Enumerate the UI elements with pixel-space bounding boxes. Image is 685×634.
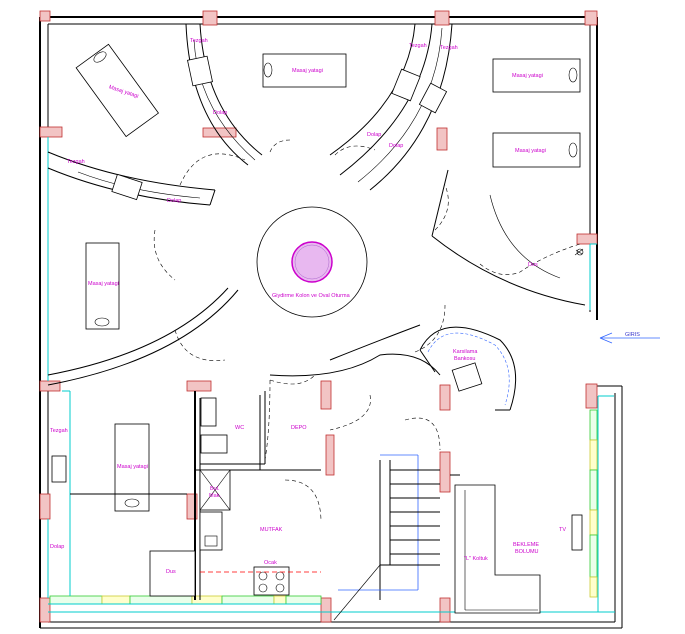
label-dus: Dus — [528, 262, 538, 268]
label-koltuk: "L" Koltuk — [464, 556, 488, 562]
label-masaj-yatagi: Masaj yatagi — [88, 281, 119, 287]
label-ocak: Ocak — [264, 560, 277, 566]
bottom-windows — [48, 595, 615, 613]
label-masaj-yatagi: Masaj yatagi — [117, 464, 148, 470]
central-lounge — [153, 139, 581, 385]
label-tezgah: Tezgah — [67, 159, 85, 165]
column — [39, 126, 63, 138]
column — [39, 10, 51, 22]
column — [39, 380, 61, 392]
column — [39, 493, 51, 520]
label-tezgah: Tezgah — [50, 428, 68, 434]
label-dolap: Dolap — [213, 110, 227, 116]
label-bulasik-2: Mak. — [209, 493, 221, 499]
column — [585, 383, 598, 409]
label-depo: DEPO — [291, 425, 307, 431]
label-masaj-yatagi: Masaj yatagi — [292, 68, 323, 74]
label-bekleme-1: BEKLEME — [513, 542, 539, 548]
column — [39, 597, 51, 623]
right-windows — [589, 243, 598, 598]
label-karsilama-2: Bankosu — [454, 356, 475, 362]
column — [186, 380, 212, 392]
labels: Tezgah Tezgah Tezgah Tezgah Tezgah Masaj… — [50, 38, 640, 575]
column — [439, 597, 451, 623]
massage-bed-6[interactable] — [114, 423, 150, 512]
entrance-arrow — [599, 332, 660, 344]
tv — [571, 514, 583, 551]
label-dolap: Dolap — [167, 198, 181, 204]
column — [202, 10, 218, 26]
staircase[interactable] — [333, 417, 441, 621]
label-dolap: Dolap — [367, 132, 381, 138]
label-bekleme-2: BOLUMU — [515, 549, 539, 555]
column — [434, 10, 450, 26]
waiting-area — [450, 474, 583, 614]
massage-bed-4[interactable] — [492, 132, 581, 168]
service-rooms — [195, 379, 371, 600]
column — [325, 434, 335, 476]
lower-left-room — [70, 391, 196, 600]
column — [320, 597, 332, 623]
label-masaj-yatagi: Masaj yatagi — [515, 148, 546, 154]
label-wc: WC — [235, 425, 244, 431]
label-mutfak: MUTFAK — [260, 527, 283, 533]
label-tezgah: Tezgah — [409, 43, 427, 49]
column — [186, 493, 198, 520]
label-tv: TV — [559, 527, 566, 533]
sinks — [51, 55, 448, 483]
label-center: Giydirme Kolon ve Oval Oturma — [272, 293, 351, 299]
label-masaj-yatagi: Masaj yatagi — [512, 73, 543, 79]
column — [439, 451, 451, 493]
column — [202, 127, 237, 138]
reception-desk[interactable] — [419, 326, 517, 411]
label-tezgah: Tezgah — [440, 45, 458, 51]
massage-bed-2[interactable] — [262, 53, 347, 88]
label-giris: GIRIS — [625, 332, 640, 338]
giydirme-column — [291, 241, 333, 283]
label-bulasik-1: Bul. — [210, 486, 220, 492]
label-dolap: Dolap — [389, 143, 403, 149]
shower-area — [574, 248, 584, 256]
label-karsilama-1: Karsilama — [453, 349, 478, 355]
structural-columns — [39, 10, 598, 623]
massage-bed-1[interactable] — [75, 43, 160, 138]
massage-partitions — [47, 23, 586, 386]
label-dus: Dus — [166, 569, 176, 575]
massage-bed-5[interactable] — [85, 242, 120, 330]
column — [436, 127, 448, 151]
column — [576, 233, 598, 245]
label-tezgah: Tezgah — [190, 38, 208, 44]
column — [320, 380, 332, 410]
label-dolap: Dolap — [50, 544, 64, 550]
column — [439, 384, 451, 411]
column — [584, 10, 598, 26]
massage-bed-3[interactable] — [492, 58, 581, 93]
left-windows — [47, 137, 71, 598]
outer-walls — [39, 16, 623, 629]
